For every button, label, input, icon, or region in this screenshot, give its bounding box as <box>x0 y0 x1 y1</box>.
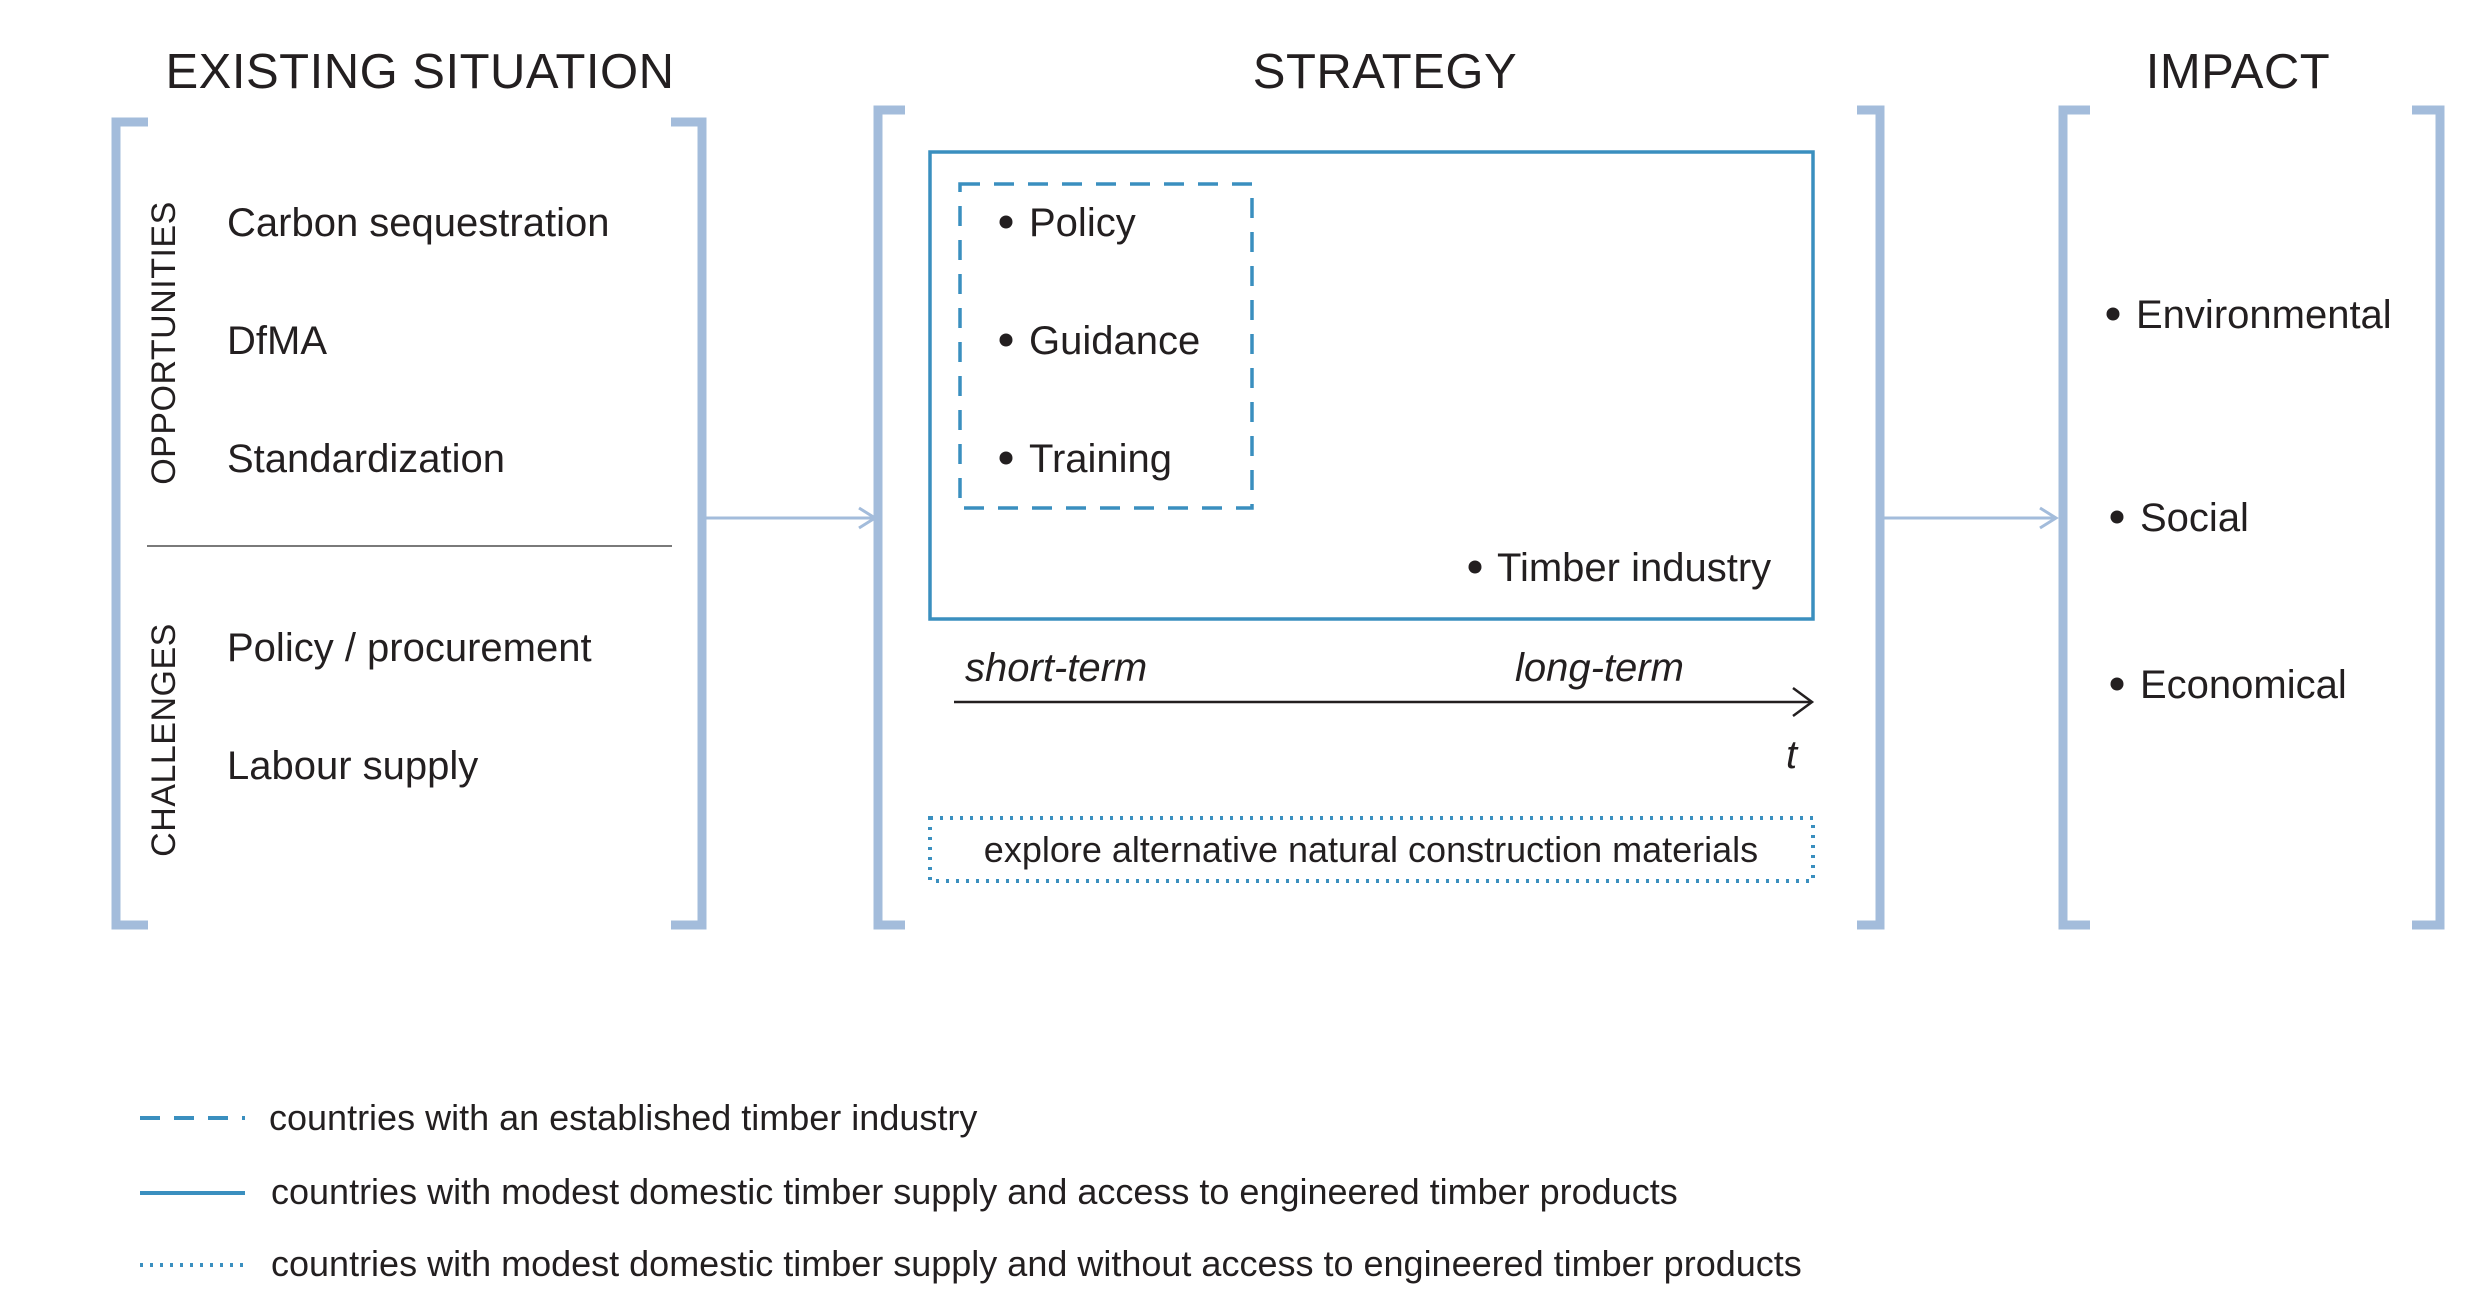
legend-dotted-text: countries with modest domestic timber su… <box>271 1243 1802 1284</box>
modest-supply-box <box>928 150 1815 621</box>
impact-right-bracket <box>2412 105 2445 930</box>
bullet-icon <box>2110 677 2124 691</box>
bullet-icon <box>2110 510 2124 524</box>
existing-left-bracket <box>111 117 148 930</box>
challenge-item: Policy / procurement <box>227 626 592 670</box>
arrow-existing-to-strategy <box>704 506 878 530</box>
impact-item: Environmental <box>2136 293 2392 337</box>
bullet-icon <box>999 333 1013 347</box>
timeline-end-label: long-term <box>1515 646 1684 690</box>
strategy-inner-item: Training <box>1029 437 1172 481</box>
strategy-left-bracket <box>873 105 905 930</box>
strategy-right-bracket <box>1857 105 1885 930</box>
timeline-start-label: short-term <box>965 646 1147 690</box>
strategy-inner-item: Guidance <box>1029 319 1200 363</box>
impact-item: Economical <box>2140 663 2347 707</box>
existing-situation-title: EXISTING SITUATION <box>165 45 674 99</box>
legend-solid-text: countries with modest domestic timber su… <box>271 1171 1678 1212</box>
opportunity-item: DfMA <box>227 319 327 363</box>
opportunity-item: Standardization <box>227 437 505 481</box>
arrow-strategy-to-impact <box>1882 506 2059 530</box>
existing-right-bracket <box>671 117 707 930</box>
legend-dashed-text: countries with an established timber ind… <box>269 1097 977 1138</box>
opportunity-item: Carbon sequestration <box>227 201 609 245</box>
timeline-axis-label: t <box>1786 733 1799 777</box>
strategy-inner-item: Policy <box>1029 201 1136 245</box>
impact-item: Social <box>2140 496 2249 540</box>
bullet-icon <box>2106 307 2120 321</box>
challenges-label: CHALLENGES <box>145 623 183 857</box>
explore-materials-box <box>928 816 1815 883</box>
impact-title: IMPACT <box>2146 45 2330 99</box>
strategy-title: STRATEGY <box>1253 45 1517 99</box>
bullet-icon <box>999 215 1013 229</box>
opportunities-label: OPPORTUNITIES <box>145 201 183 485</box>
established-industry-box <box>958 182 1254 510</box>
impact-left-bracket <box>2058 105 2090 930</box>
timeline-arrow <box>954 686 1815 718</box>
strategy-outer-item: Timber industry <box>1497 546 1771 590</box>
bullet-icon <box>1468 560 1482 574</box>
explore-materials-text: explore alternative natural construction… <box>984 829 1758 870</box>
challenge-item: Labour supply <box>227 744 478 788</box>
bullet-icon <box>999 451 1013 465</box>
legend: countries with an established timber ind… <box>140 1097 1802 1284</box>
